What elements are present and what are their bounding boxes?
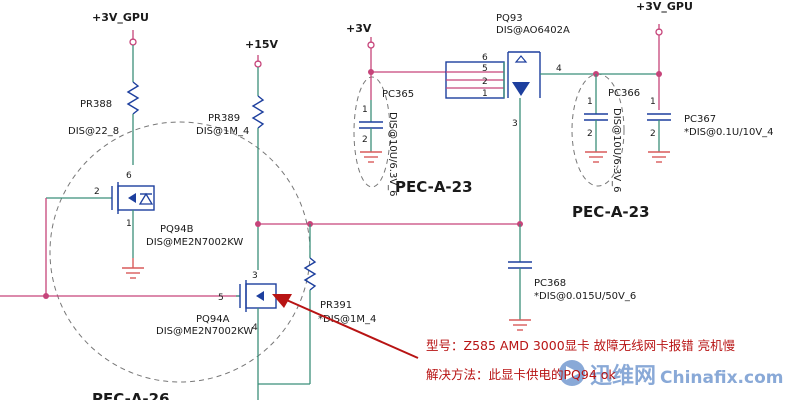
pc366-pin-2: 2 (587, 129, 593, 139)
pq93-pin-5: 5 (482, 64, 488, 74)
net-15v: +15V (245, 38, 279, 68)
capacitor-pc368: PC368 *DIS@0.015U/50V_6 (508, 224, 636, 331)
pec-a23-left-label: PEC-A-23 (395, 178, 473, 196)
pq94b-pin-2: 2 (94, 187, 100, 197)
pq94a-ref: PQ94A (196, 314, 230, 325)
net-3v-gpu-right: +3V_GPU (636, 0, 693, 36)
pq94b-pin-1: 1 (126, 219, 132, 229)
pq94b-pin-6: 6 (126, 171, 132, 181)
mosfet-pq94a: 5 3 4 PQ94A DIS@ME2N7002KW (156, 271, 277, 400)
pq93-value: DIS@AO6402A (496, 25, 570, 36)
pec-a23-right-label: PEC-A-23 (572, 203, 650, 221)
resistor-pr388: PR388 DIS@22_8 (68, 45, 140, 165)
pec-a26-region (49, 121, 311, 383)
pq94b-value: DIS@ME2N7002KW (146, 237, 243, 248)
net-3v: +3V (346, 22, 375, 49)
pq94a-pin-5: 5 (218, 293, 224, 303)
pc366-pin-1: 1 (587, 97, 593, 107)
pq93-pin-6: 6 (482, 53, 488, 63)
pc367-value: *DIS@0.1U/10V_4 (684, 127, 774, 138)
pq93-pin-3: 3 (512, 119, 518, 129)
pq93-pin-2: 2 (482, 77, 488, 87)
net-label-3v-gpu-left: +3V_GPU (92, 11, 149, 24)
pc368-value: *DIS@0.015U/50V_6 (534, 291, 636, 302)
mosfet-pq94b: 6 2 1 PQ94B DIS@ME2N7002KW (46, 171, 243, 258)
net-label-3v-gpu-right: +3V_GPU (636, 0, 693, 13)
pc367-pin-1: 1 (650, 97, 656, 107)
capacitor-pc367: 1 2 PC367 *DIS@0.1U/10V_4 (647, 97, 774, 163)
annotation-arrow (272, 294, 419, 359)
pq93-ref: PQ93 (496, 13, 523, 24)
pc367-ref: PC367 (684, 114, 716, 125)
pc365-pin-2: 2 (362, 135, 368, 145)
pr391-ref: PR391 (320, 300, 352, 311)
watermark-logo: 迅维网 Chinafix.com (559, 360, 783, 389)
net-label-15v: +15V (245, 38, 279, 51)
pq94a-value: DIS@ME2N7002KW (156, 326, 253, 337)
ground-pq94b (122, 258, 144, 279)
pr388-ref: PR388 (80, 99, 112, 110)
pr388-value: DIS@22_8 (68, 126, 119, 137)
resistor-pr391: PR391 *DIS@1M_4 (258, 224, 376, 385)
mosfet-pq93: PQ93 DIS@AO6402A 6 5 2 1 4 3 (445, 13, 660, 224)
pec-a26-label: PEC-A-26 (92, 390, 170, 400)
net-label-3v: +3V (346, 22, 372, 35)
pc367-pin-2: 2 (650, 129, 656, 139)
pq94b-ref: PQ94B (160, 224, 194, 235)
pec-a23-left-region (353, 76, 391, 188)
net-3v-gpu-left: +3V_GPU (92, 11, 149, 46)
annotation-solution-line: 解决方法：此显卡供电的PQ94 ok (426, 367, 616, 382)
pq94a-pin-4: 4 (252, 323, 258, 333)
pr389-value: DIS@1M_4 (196, 126, 249, 137)
pc365-value: DIS@10U/6.3V_6 (387, 112, 398, 197)
capacitor-pc365: 1 2 PC365 DIS@10U/6.3V_6 (359, 89, 414, 197)
resistor-pr389: PR389 DIS@1M_4 (196, 67, 265, 270)
pc366-ref: PC366 (608, 88, 640, 99)
pr391-value: *DIS@1M_4 (318, 314, 376, 325)
watermark-site: Chinafix.com (660, 368, 783, 388)
pq93-pin-1: 1 (482, 89, 488, 99)
pr389-ref: PR389 (208, 113, 240, 124)
pc366-value: DIS@10U/6.3V_6 (611, 108, 622, 193)
pc368-ref: PC368 (534, 278, 566, 289)
watermark-text: 迅维网 (590, 363, 656, 389)
pq93-pin-4: 4 (556, 64, 562, 74)
pc365-ref: PC365 (382, 89, 414, 100)
pq94a-pin-3: 3 (252, 271, 258, 281)
capacitor-pc366: 1 2 PC366 DIS@10U/6.3V_6 (584, 74, 640, 193)
pc365-pin-1: 1 (362, 105, 368, 115)
annotation-model-line: 型号：Z585 AMD 3000显卡 故障无线网卡报错 亮机慢 (426, 338, 736, 353)
